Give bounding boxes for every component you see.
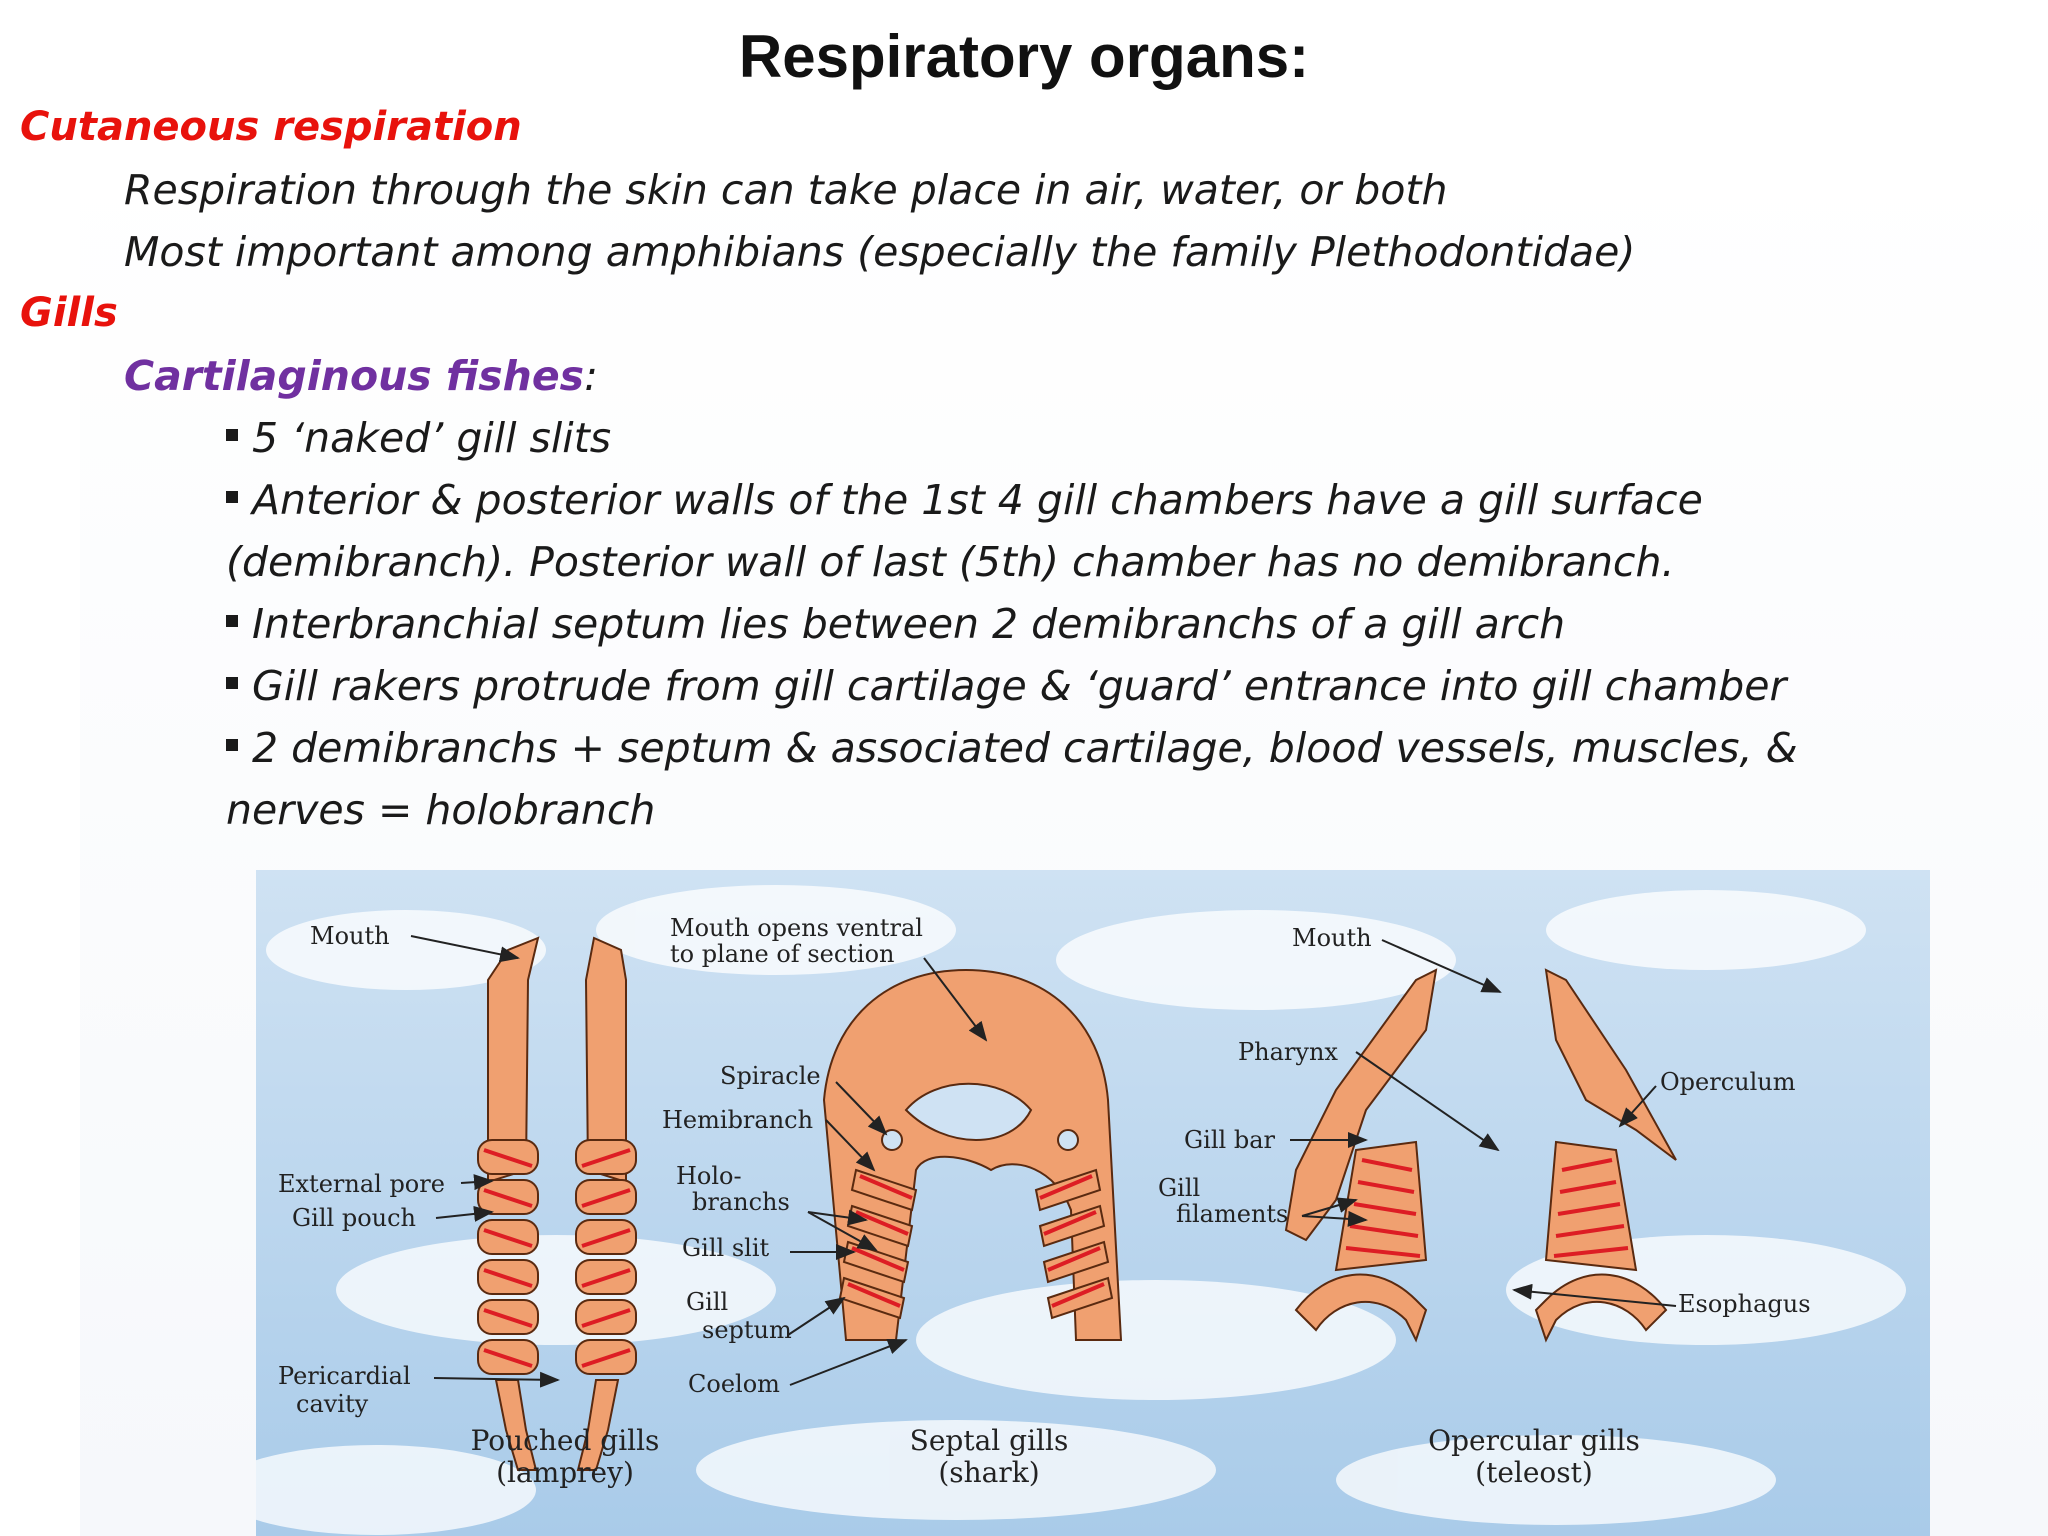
label-pharynx: Pharynx [1238,1038,1338,1066]
label-gill-pouch: Gill pouch [292,1204,416,1232]
gill-types-figure: Mouth External pore Gill pouch Pericardi… [256,870,1930,1536]
teleost-right-operculum [1544,968,1677,1161]
bullet-1: 5 ‘naked’ gill slits [226,414,611,462]
bullet-text: Gill rakers protrude from gill cartilage… [252,662,1787,710]
label-coelom: Coelom [688,1370,780,1398]
lamprey-leader-lines [410,935,560,1388]
bullet-square-icon [226,491,238,503]
lamprey-diagram: Mouth External pore Gill pouch Pericardi… [278,922,659,1489]
lamprey-pouches-left [477,1139,539,1375]
caption-shark-2: (shark) [938,1456,1039,1489]
gill-diagram-svg: Mouth External pore Gill pouch Pericardi… [256,870,1930,1536]
shark-diagram: Mouth opens ventral to plane of section … [662,914,1123,1489]
shark-gill-lamellae [847,1174,1105,1308]
teleost-left-jaw [1284,968,1438,1242]
label-shark-mouth-2: to plane of section [670,940,895,968]
label-external-pore: External pore [278,1170,445,1198]
label-shark-mouth-1: Mouth opens ventral [670,914,923,942]
cutaneous-line-2: Most important among amphibians (especia… [124,228,1636,276]
cartilaginous-subheading: Cartilaginous fishes: [124,352,598,400]
bullet-square-icon [226,677,238,689]
label-spiracle: Spiracle [720,1062,821,1090]
label-gill-septum-2: septum [702,1316,792,1344]
lamprey-gill-lamellae [483,1148,631,1368]
caption-lamprey-2: (lamprey) [496,1456,634,1489]
bullet-3: Interbranchial septum lies between 2 dem… [226,600,1565,648]
shark-leader-lines [787,957,988,1386]
bullet-5-continued: nerves = holobranch [226,786,656,834]
teleost-lower-left [1294,1273,1428,1343]
bullet-2-continued: (demibranch). Posterior wall of last (5t… [226,538,1675,586]
bullet-square-icon [226,615,238,627]
cartilaginous-label: Cartilaginous fishes [124,352,585,400]
label-gill-filaments-1: Gill [1158,1174,1200,1202]
subheading-colon: : [584,352,598,400]
bullet-text: 5 ‘naked’ gill slits [252,414,612,462]
label-teleost-mouth: Mouth [1292,924,1372,952]
lamprey-lower-right [576,1379,620,1471]
slide-title: Respiratory organs: [738,23,1310,90]
teleost-right-gill-arch [1544,1140,1638,1272]
label-gill-filaments-2: filaments [1176,1200,1288,1228]
label-pericardial-2: cavity [296,1390,369,1418]
label-hemibranch: Hemibranch [662,1106,813,1134]
bullet-square-icon [226,429,238,441]
bullet-5: 2 demibranchs + septum & associated cart… [226,724,1798,772]
label-holobranchs-1: Holo- [676,1162,742,1190]
bullet-2: Anterior & posterior walls of the 1st 4 … [226,476,1703,524]
gills-heading: Gills [20,290,118,336]
caption-shark-1: Septal gills [910,1424,1069,1457]
label-pericardial-1: Pericardial [278,1362,411,1390]
label-operculum: Operculum [1660,1068,1796,1096]
label-mouth-lamprey: Mouth [310,922,390,950]
teleost-gill-filaments [1345,1158,1629,1258]
caption-teleost-2: (teleost) [1475,1456,1593,1489]
shark-pharynx [904,1082,1033,1141]
shark-spiracle-right [1057,1129,1079,1151]
label-esophagus: Esophagus [1678,1290,1811,1318]
label-holobranchs-2: branchs [692,1188,790,1216]
bullet-text: Interbranchial septum lies between 2 dem… [252,600,1566,648]
teleost-left-gill-arch [1334,1140,1428,1272]
shark-head-tissue [822,968,1123,1341]
label-gill-septum-1: Gill [686,1288,728,1316]
caption-teleost-1: Opercular gills [1428,1424,1640,1457]
bullet-4: Gill rakers protrude from gill cartilage… [226,662,1786,710]
cutaneous-heading: Cutaneous respiration [20,104,522,150]
label-gill-bar: Gill bar [1184,1126,1276,1154]
teleost-lower-right [1534,1273,1668,1343]
caption-lamprey-1: Pouched gills [471,1424,660,1457]
teleost-diagram: Mouth Pharynx Operculum Gill bar Gill fi… [1158,924,1811,1489]
label-gill-slit: Gill slit [682,1234,769,1262]
bullet-text: 2 demibranchs + septum & associated cart… [252,724,1798,772]
cutaneous-line-1: Respiration through the skin can take pl… [124,166,1448,214]
bullet-square-icon [226,739,238,751]
teleost-leader-lines [1290,939,1677,1307]
bullet-text: Anterior & posterior walls of the 1st 4 … [252,476,1703,524]
